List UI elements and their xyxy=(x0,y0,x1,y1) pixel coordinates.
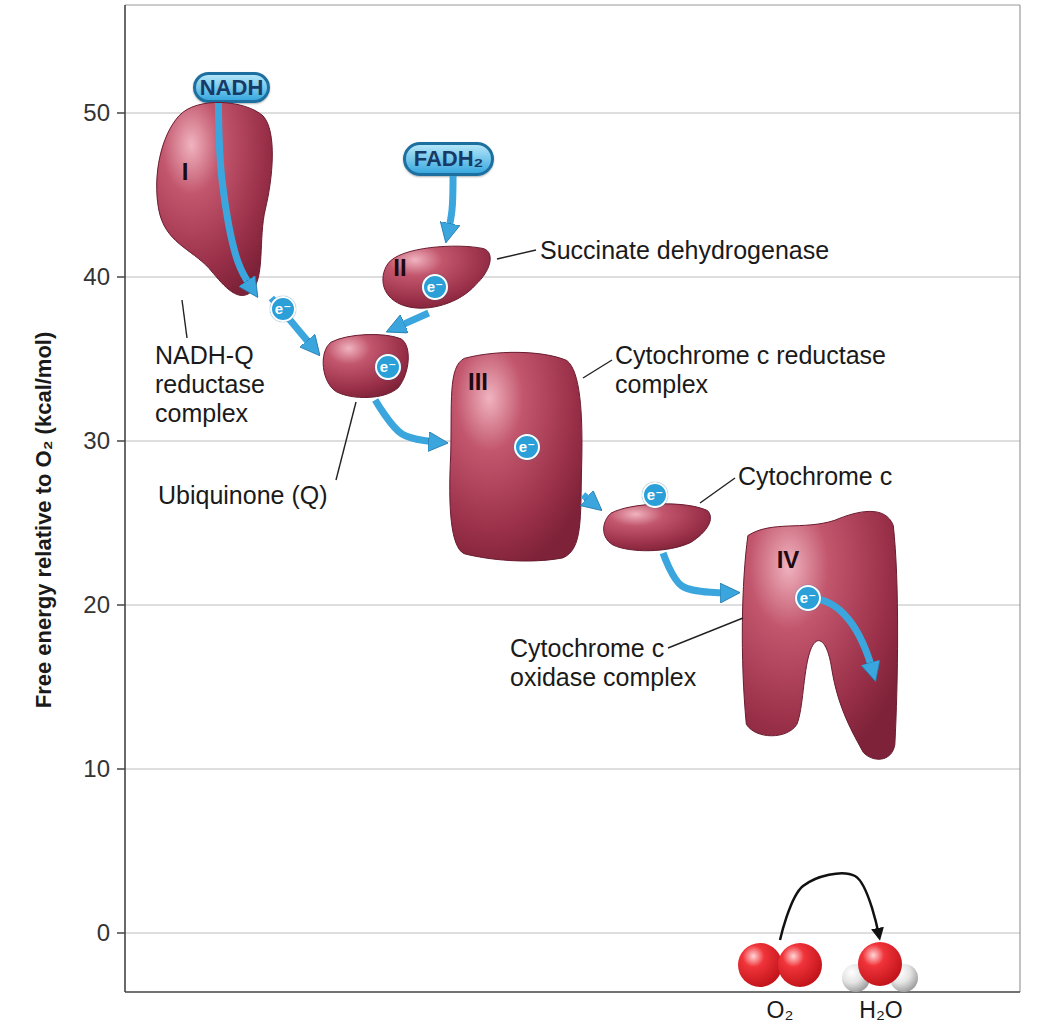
electron-marker: e⁻ xyxy=(514,434,540,460)
blob-outline xyxy=(602,500,713,553)
electron-marker: e⁻ xyxy=(795,585,821,611)
complex-name: NADH-Q reductase complex xyxy=(155,341,280,428)
tick-mark xyxy=(117,604,125,606)
electron-flow-arrow xyxy=(583,495,594,504)
frame xyxy=(125,5,1020,992)
grid-line xyxy=(125,768,1020,769)
leader-line xyxy=(497,250,536,259)
tick-label: 50 xyxy=(40,99,110,127)
electron-flow-arrow xyxy=(218,103,252,289)
frame-right xyxy=(1019,5,1020,992)
complex-number: III xyxy=(456,368,500,396)
leader-line xyxy=(182,300,187,338)
atom xyxy=(778,943,822,987)
leader-line xyxy=(700,478,735,503)
carrier-label: FADH₂ xyxy=(406,145,491,173)
blob-shape xyxy=(383,246,490,308)
tick-label: 20 xyxy=(40,591,110,619)
blob-shape xyxy=(450,352,582,561)
tick-label: 10 xyxy=(40,755,110,783)
blob-shape xyxy=(604,504,711,551)
blob-shape xyxy=(323,334,408,397)
axis-title: Free energy relative to O₂ (kcal/mol) xyxy=(31,332,57,709)
tick-mark xyxy=(117,440,125,442)
x-axis xyxy=(125,991,1020,993)
blob-shape xyxy=(157,102,273,295)
carrier-name: Ubiquinone (Q) xyxy=(158,481,328,510)
grid-line xyxy=(125,932,1020,933)
electron-flow-arrow xyxy=(663,553,730,593)
electron-marker: e⁻ xyxy=(642,482,668,508)
complex-name: Cytochrome c reductase complex xyxy=(615,341,905,399)
leader-line xyxy=(583,360,612,378)
carrier-label: NADH xyxy=(196,75,267,100)
tick-label: 30 xyxy=(40,427,110,455)
tick-label: 0 xyxy=(40,919,110,947)
protein-complex: INADH-Q reductase complex xyxy=(155,100,275,298)
electron-flow-arrow xyxy=(448,176,453,233)
tick-mark xyxy=(117,276,125,278)
molecule-label: H₂O xyxy=(836,997,926,1023)
blob-outline xyxy=(155,100,275,298)
tick-mark xyxy=(117,112,125,114)
tick-mark xyxy=(117,932,125,934)
blob-outline xyxy=(740,505,898,760)
tick-label: 40 xyxy=(40,263,110,291)
leader-lines xyxy=(182,250,743,648)
complex-name: Succinate dehydrogenase xyxy=(540,236,829,265)
complex-number: II xyxy=(383,254,417,282)
atom xyxy=(858,942,902,986)
complex-number: I xyxy=(173,158,197,186)
electron-marker: e⁻ xyxy=(375,354,401,380)
y-axis xyxy=(124,5,126,992)
electron-carrier-pill: NADH xyxy=(193,72,270,103)
electron-flow-arrow xyxy=(395,313,428,328)
blob-shape xyxy=(742,511,897,759)
protein-complex: IIICytochrome c reductase complex xyxy=(448,350,583,560)
molecule-label: O₂ xyxy=(735,997,825,1023)
electron-carrier: Cytochrome c xyxy=(602,500,713,553)
electron-flow-arrow xyxy=(375,400,438,442)
complex-name: Cytochrome c oxidase complex xyxy=(510,634,710,692)
complex-number: IV xyxy=(766,546,810,574)
atom xyxy=(738,943,782,987)
electron-exit-arrow xyxy=(808,598,873,672)
electron-carrier-pill: FADH₂ xyxy=(403,142,494,176)
ticks xyxy=(117,113,125,933)
molecule: O₂ xyxy=(735,940,825,1024)
leader-line xyxy=(668,618,743,648)
grid-line xyxy=(125,276,1020,277)
electron-marker: e⁻ xyxy=(422,274,448,300)
carrier-name: Cytochrome c xyxy=(738,462,892,491)
protein-complex: IVCytochrome c oxidase complex xyxy=(740,505,898,760)
electron-marker: e⁻ xyxy=(270,296,296,322)
frame-top xyxy=(125,4,1020,5)
molecule: H₂O xyxy=(836,940,926,1024)
tick-mark xyxy=(117,768,125,770)
reaction-arrow xyxy=(780,873,879,940)
leader-line xyxy=(336,402,356,480)
